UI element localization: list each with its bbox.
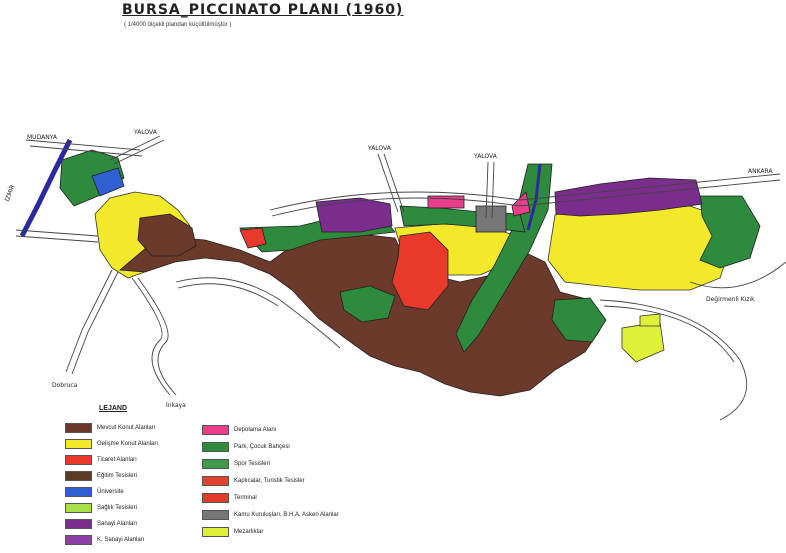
park-center-south (339, 285, 396, 323)
park-east-large (699, 195, 761, 269)
road-label-inkaya: İnkaya (166, 402, 186, 409)
road-label-mudanya: MUDANYA (27, 134, 57, 141)
road-label-dobruca: Dobruca (52, 382, 78, 389)
legend-item: Eğitim Tesisleri (65, 470, 137, 482)
road-dobruca (65, 269, 119, 375)
road-yalova-west (109, 135, 165, 165)
legend-label: Spor Tesisleri (234, 461, 270, 467)
existing-residential-west (137, 213, 197, 257)
legend-label: Kamu Kuruluşları, B.H.A. Askeri Alanlar (234, 512, 339, 518)
legend-label: Ticaret Alanları (97, 457, 137, 463)
legend-swatch (65, 535, 92, 545)
legend-label: Sağlık Tesisleri (97, 505, 137, 511)
legend-swatch (202, 425, 229, 435)
legend-swatch (65, 423, 92, 433)
map-title: BURSA_PICCINATO PLANI (1960) (122, 2, 404, 18)
map-subtitle: ( 1/4000 ölçekli plandan küçültülmüştür … (124, 22, 232, 28)
road-label-yalova-center: YALOVA (368, 145, 391, 152)
legend-title: LEJAND (99, 405, 128, 412)
legend-swatch (65, 455, 92, 465)
road-label-ankara: ANKARA (748, 168, 773, 175)
legend-item: Üniversite (65, 486, 124, 498)
storage-area-east (511, 191, 531, 217)
legend-item: Kamu Kuruluşları, B.H.A. Askeri Alanlar (202, 509, 339, 521)
legend-item: Kaplıcalar, Turistik Tesisler (202, 475, 305, 487)
industry-north-center (315, 197, 393, 233)
road-izmir (15, 229, 99, 243)
cemetery-east (639, 313, 661, 327)
legend-item: Gelişme Konut Alanları (65, 438, 158, 450)
legend-swatch (65, 519, 92, 529)
legend-item: K. Sanayi Alanları (65, 534, 144, 546)
legend-swatch (65, 439, 92, 449)
public-area (475, 205, 507, 233)
legend-label: Mezarlıklar (234, 529, 264, 535)
legend-item: Ticaret Alanları (65, 454, 137, 466)
legend-label: Gelişme Konut Alanları (97, 441, 159, 447)
legend-label: Kaplıcalar, Turistik Tesisler (234, 478, 305, 484)
legend-label: Üniversite (97, 489, 124, 495)
coastline (19, 138, 73, 238)
legend-item: Terminal (202, 492, 257, 504)
road-south-east (599, 299, 748, 421)
legend-item: Mevcut Konut Alanları (65, 422, 155, 434)
legend-swatch (65, 471, 92, 481)
commerce-west (239, 227, 267, 249)
legend-label: Terminal (234, 495, 257, 501)
commerce-center (391, 231, 449, 311)
legend-item: Sanayi Alanları (65, 518, 137, 530)
legend-item: Park, Çocuk Bahçesi (202, 441, 290, 453)
legend-item: Depolama Alanı (202, 424, 276, 436)
legend-swatch (202, 527, 229, 537)
legend-label: K. Sanayi Alanları (97, 537, 145, 543)
legend-swatch (202, 510, 229, 520)
legend-item: Sağlık Tesisleri (65, 502, 137, 514)
legend-swatch (202, 459, 229, 469)
road-south-loop (175, 277, 341, 349)
industry-north-east (554, 177, 703, 217)
legend-item: Mezarlıklar (202, 526, 263, 538)
park-south-east (551, 297, 607, 343)
road-label-yalova-west: YALOVA (134, 129, 157, 136)
legend-label: Eğitim Tesisleri (97, 473, 137, 479)
road-label-yalova-east: YALOVA (474, 153, 497, 160)
road-north-arc (269, 173, 781, 217)
university-north-west (91, 167, 125, 197)
legend-label: Sanayi Alanları (97, 521, 138, 527)
legend-swatch (65, 487, 92, 497)
road-mudanya (25, 139, 143, 157)
legend-label: Depolama Alanı (234, 427, 277, 433)
cemetery-south-east (621, 321, 665, 363)
road-yalova-center (377, 153, 405, 213)
road-east-south (689, 261, 786, 289)
legend-swatch (202, 476, 229, 486)
road-label-degirmenli: Değirmenli Kızık (706, 296, 755, 303)
legend-label: Mevcut Konut Alanları (97, 425, 156, 431)
legend-swatch (202, 442, 229, 452)
road-inkaya (131, 277, 177, 396)
road-yalova-east (485, 161, 495, 219)
legend-swatch (202, 493, 229, 503)
river (526, 163, 542, 231)
legend-swatch (65, 503, 92, 513)
legend-item: Spor Tesisleri (202, 458, 270, 470)
legend-label: Park, Çocuk Bahçesi (234, 444, 290, 450)
